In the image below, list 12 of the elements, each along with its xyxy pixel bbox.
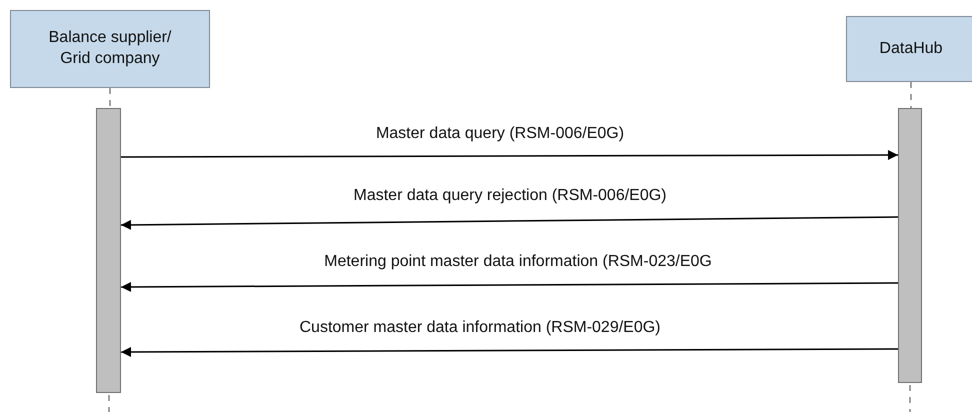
message-arrow (121, 150, 898, 160)
activation-bar (96, 108, 121, 393)
message-arrow (121, 216, 898, 230)
message-arrow (121, 282, 898, 292)
message-label: Master data query rejection (RSM-006/E0G) (352, 187, 668, 205)
lifeline (910, 82, 912, 108)
message-arrow (121, 346, 898, 357)
message-label: Customer master data information (RSM-029/E0G) (298, 319, 662, 337)
participant-box: DataHub (846, 16, 972, 82)
message-label: Metering point master data information (RSM-023/E0G (322, 253, 714, 271)
participant-box: Balance supplier/ Grid company (10, 10, 210, 88)
activation-bar (898, 108, 922, 383)
